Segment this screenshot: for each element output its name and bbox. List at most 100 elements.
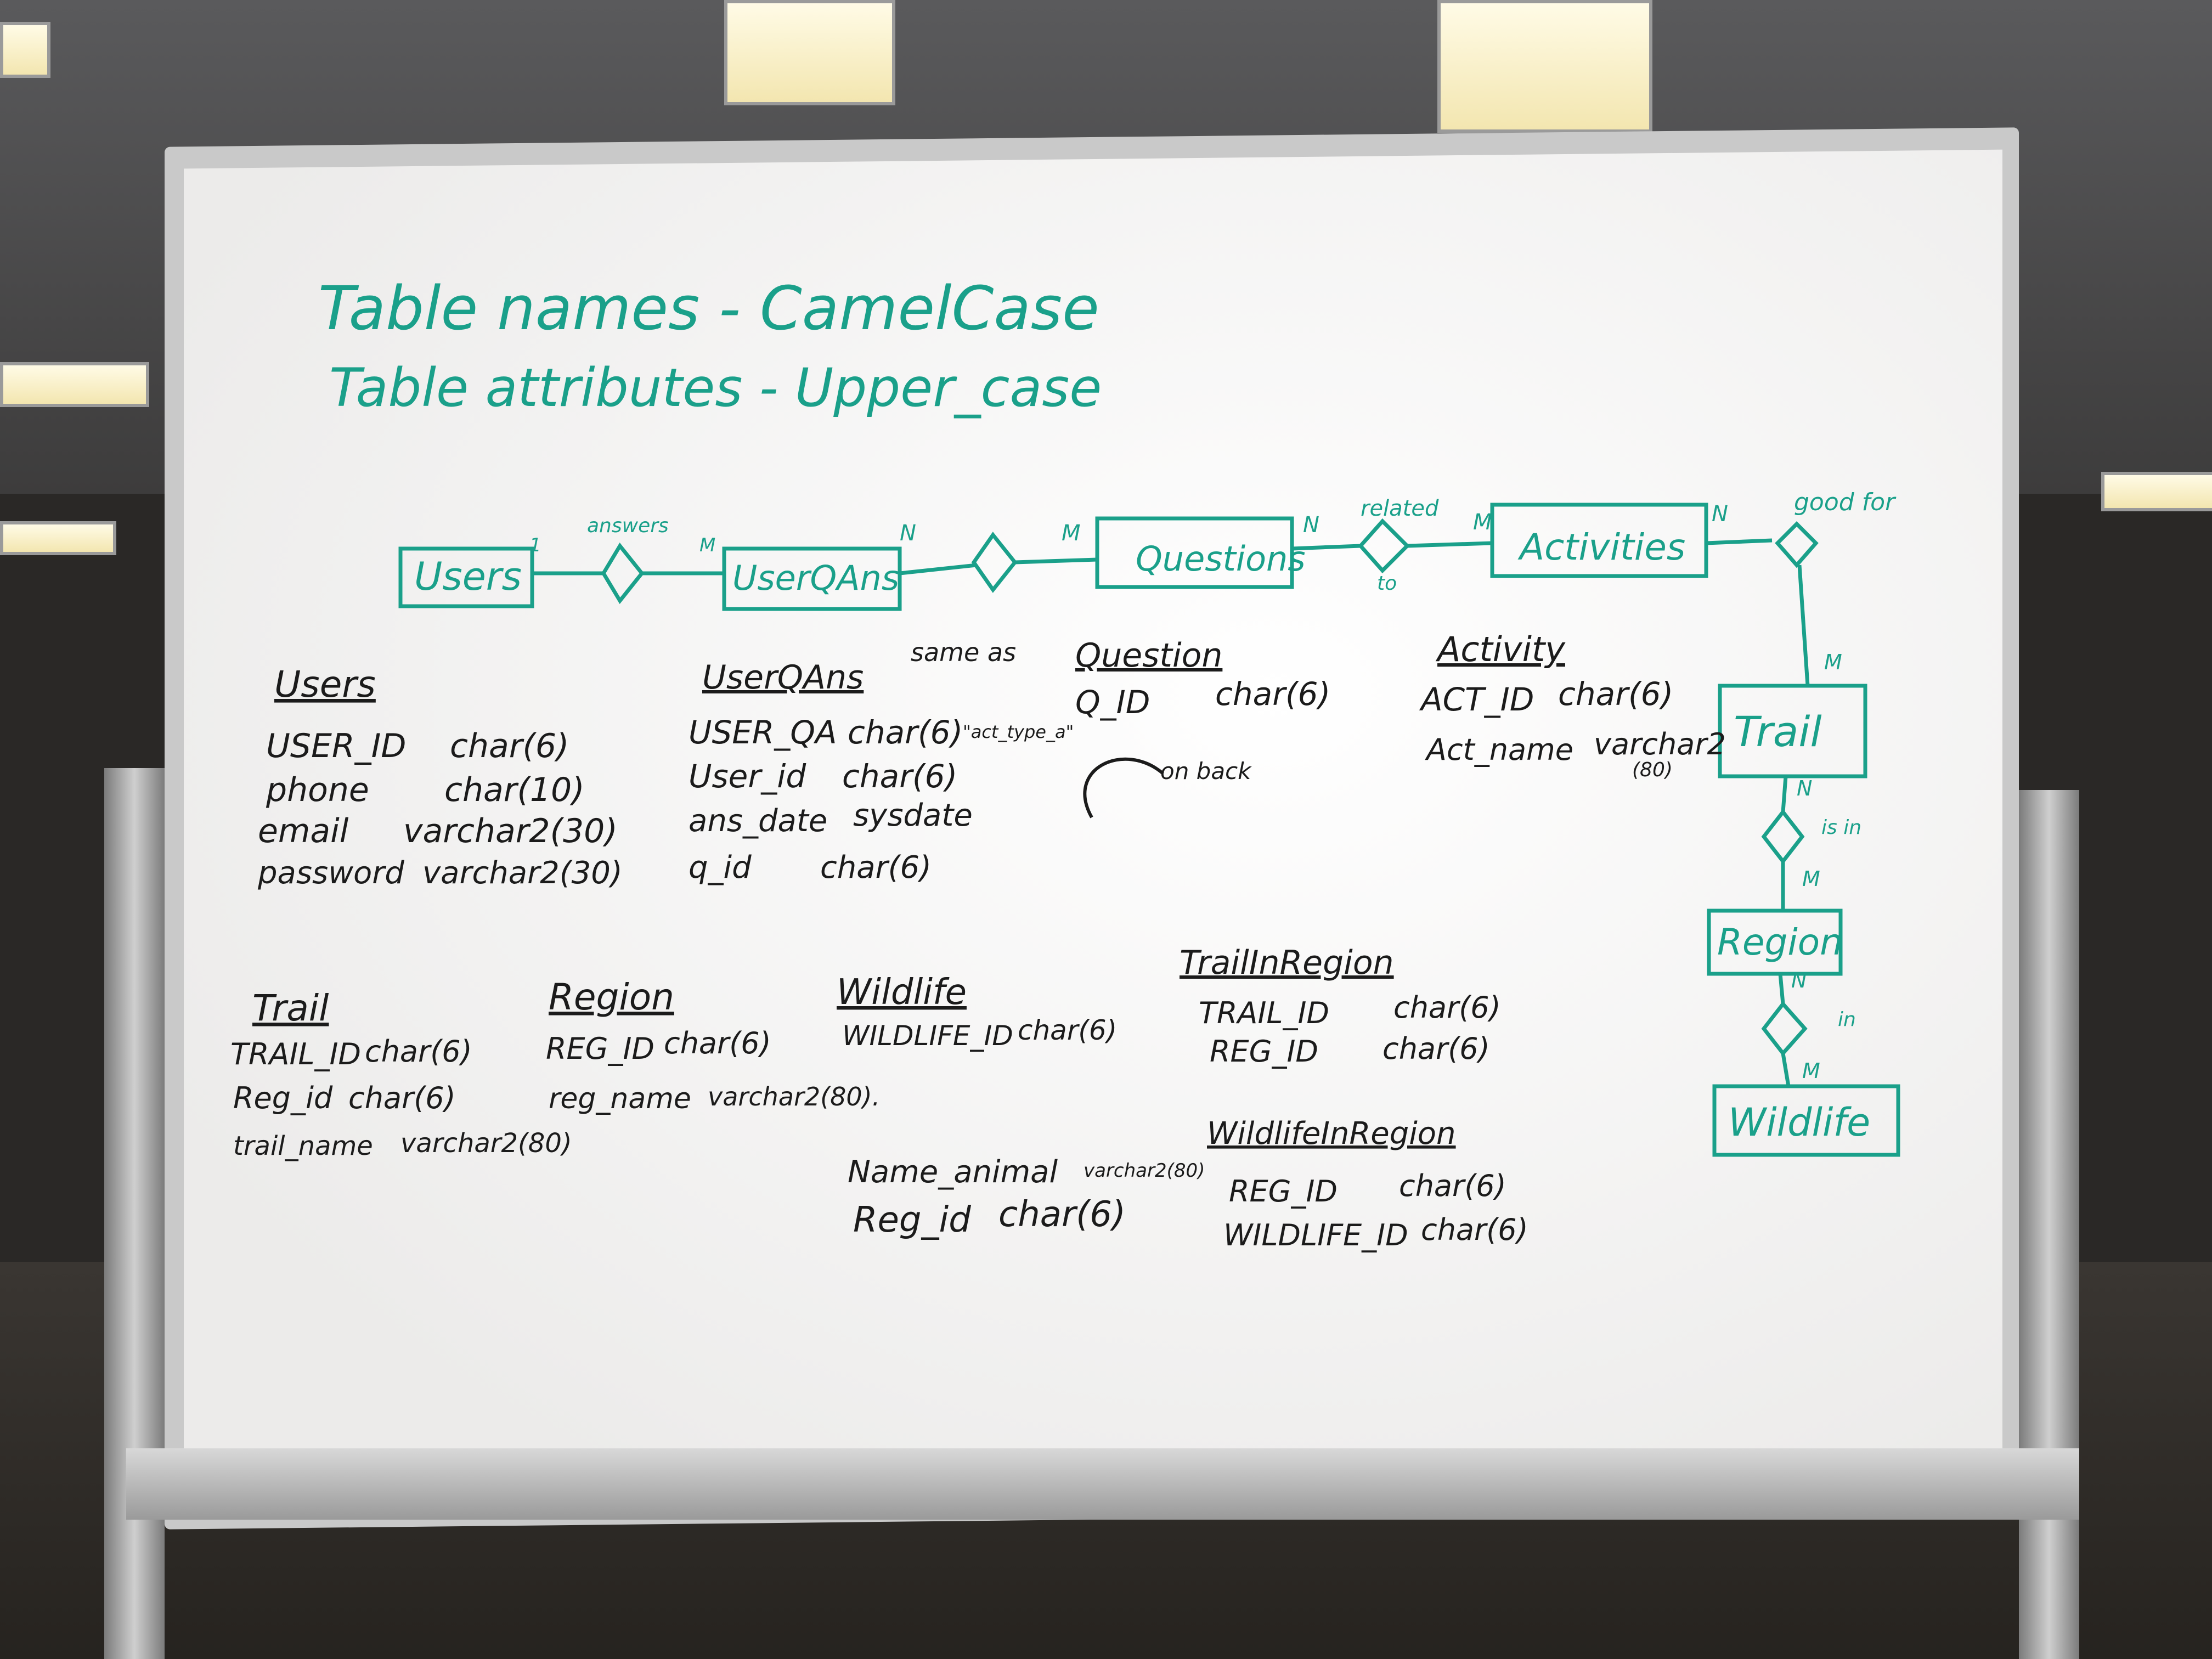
table-users-type: char(10) [444, 771, 585, 809]
table-userqans-col: q_id [689, 850, 752, 885]
table-users-heading: Users [274, 663, 376, 706]
entity-region-box [1707, 909, 1843, 976]
table-users: Users USER_ID char(6) phone char(10) ema… [257, 663, 623, 891]
entity-userqans-box [722, 546, 902, 611]
table-trailinregion-type: char(6) [1383, 1031, 1490, 1066]
table-trail-type: varchar2(80) [400, 1128, 572, 1159]
table-activity-heading: Activity [1435, 629, 1566, 669]
cardinality-userqans-n: N [900, 521, 916, 546]
cardinality-questions-n: N [1303, 512, 1319, 538]
ceiling-light [2101, 472, 2212, 511]
table-wildlifeinregion-type: char(6) [1399, 1169, 1506, 1203]
table-trail-col: TRAIL_ID [230, 1037, 361, 1071]
entity-trail-box [1718, 684, 1867, 778]
table-trail: Trail TRAIL_ID char(6) Reg_id char(6) tr… [230, 987, 572, 1161]
table-region-type: char(6) [664, 1026, 771, 1060]
cardinality-trail-m: M [1824, 650, 1842, 674]
entity-questions-box [1095, 516, 1294, 589]
table-wildlifeinregion-col: WILDLIFE_ID [1223, 1218, 1408, 1252]
table-users-type: char(6) [450, 727, 569, 765]
er-diagram [398, 503, 1900, 1157]
table-question-heading: Question [1075, 636, 1222, 675]
table-wildlifeinregion: WildlifeInRegion REG_ID char(6) WILDLIFE… [1207, 1116, 1528, 1252]
table-wildlife-col: Name_animal [848, 1154, 1058, 1190]
on-back-note: on back [1160, 758, 1252, 785]
table-wildlifeinregion-col: REG_ID [1229, 1174, 1338, 1209]
table-trailinregion-heading: TrailInRegion [1180, 944, 1394, 982]
ceiling-light [0, 521, 116, 555]
table-trail-heading: Trail [252, 987, 329, 1029]
table-wildlife-heading: Wildlife [837, 972, 967, 1013]
table-wildlife-col: Reg_id [853, 1200, 971, 1240]
on-back-arrow [1083, 757, 1164, 819]
table-userqans-type: char(6) [820, 850, 932, 885]
cardinality-region-n: N [1791, 968, 1807, 992]
table-activity-type: char(6) [1558, 675, 1673, 713]
relation-related-diamond [1358, 518, 1410, 574]
ceiling-light [724, 0, 895, 105]
table-activity-col: ACT_ID [1419, 681, 1534, 718]
entity-questions: Questions [1136, 539, 1306, 579]
table-wildlife-type: char(6) [998, 1194, 1126, 1235]
table-trail-type: char(6) [365, 1034, 472, 1069]
table-users-col: USER_ID [266, 727, 407, 765]
cardinality-questions-m: M [1062, 521, 1081, 546]
table-region-col: reg_name [549, 1082, 691, 1115]
entity-region: Region [1717, 921, 1843, 963]
table-activity-col: Act_name [1425, 732, 1573, 767]
relation-to-label: to [1377, 572, 1397, 595]
entity-activities: Activities [1517, 526, 1685, 568]
table-region-col: REG_ID [546, 1031, 654, 1066]
ceiling-light [1437, 0, 1652, 133]
entity-users-box [398, 546, 534, 608]
relation-in-label: in [1838, 1008, 1856, 1031]
relation-is-in-diamond [1761, 809, 1805, 865]
cardinality-activities-n: N [1712, 501, 1728, 527]
table-users-col: password [257, 855, 404, 891]
ceiling-light [0, 362, 149, 407]
table-region-heading: Region [549, 976, 674, 1018]
title-line-1: Table names - CamelCase [318, 273, 1099, 343]
relation-in-diamond [1761, 1001, 1808, 1057]
entity-users: Users [414, 554, 522, 599]
table-userqans-note: "act_type_a" [963, 721, 1074, 742]
table-userqans-heading: UserQAns [702, 658, 864, 697]
table-trailinregion-col: TRAIL_ID [1199, 996, 1329, 1030]
ceiling-light [0, 22, 50, 78]
entity-activities-box [1490, 503, 1708, 578]
cardinality-activities-m: M [1473, 510, 1492, 535]
table-userqans-col: User_id [689, 758, 806, 795]
entity-trail: Trail [1734, 707, 1822, 756]
title-line-2: Table attributes - Upper_case [329, 357, 1102, 419]
table-userqans: UserQAns same as USER_QA char(6) "act_ty… [689, 637, 1074, 885]
relation-is-in-label: is in [1821, 816, 1861, 839]
table-users-col: phone [266, 771, 369, 809]
relation-answers-label: answers [587, 515, 669, 537]
cardinality-trail-n: N [1797, 776, 1812, 800]
table-activity-size-note: (80) [1632, 759, 1673, 781]
table-wildlife: Wildlife WILDLIFE_ID char(6) Name_animal… [837, 972, 1205, 1240]
cardinality-region-m: M [1802, 867, 1820, 891]
whiteboard-tray [126, 1448, 2079, 1520]
relation-related-label: related [1361, 496, 1439, 521]
table-question: Question Q_ID char(6) on back [1075, 636, 1330, 819]
table-trailinregion-col: REG_ID [1210, 1034, 1318, 1069]
table-wildlife-type: char(6) [1018, 1014, 1117, 1046]
entity-wildlife-box [1712, 1084, 1900, 1157]
table-wildlife-type: varchar2(80) [1084, 1160, 1205, 1182]
table-trail-type: char(6) [348, 1081, 456, 1115]
table-userqans-col: USER_QA [689, 714, 837, 751]
table-wildlifeinregion-type: char(6) [1421, 1212, 1528, 1247]
table-wildlifeinregion-heading: WildlifeInRegion [1207, 1116, 1456, 1152]
table-region: Region REG_ID char(6) reg_name varchar2(… [546, 976, 880, 1115]
cardinality-users-1: 1 [529, 534, 541, 556]
table-userqans-type: sysdate [853, 798, 973, 833]
table-users-type: varchar2(30) [403, 812, 618, 850]
table-users-type: varchar2(30) [422, 855, 623, 891]
cardinality-wildlife-m: M [1802, 1059, 1820, 1083]
relation-good-for-diamond [1775, 521, 1819, 568]
table-trailinregion: TrailInRegion TRAIL_ID char(6) REG_ID ch… [1180, 944, 1501, 1069]
cardinality-userqans-m: M [699, 534, 715, 556]
